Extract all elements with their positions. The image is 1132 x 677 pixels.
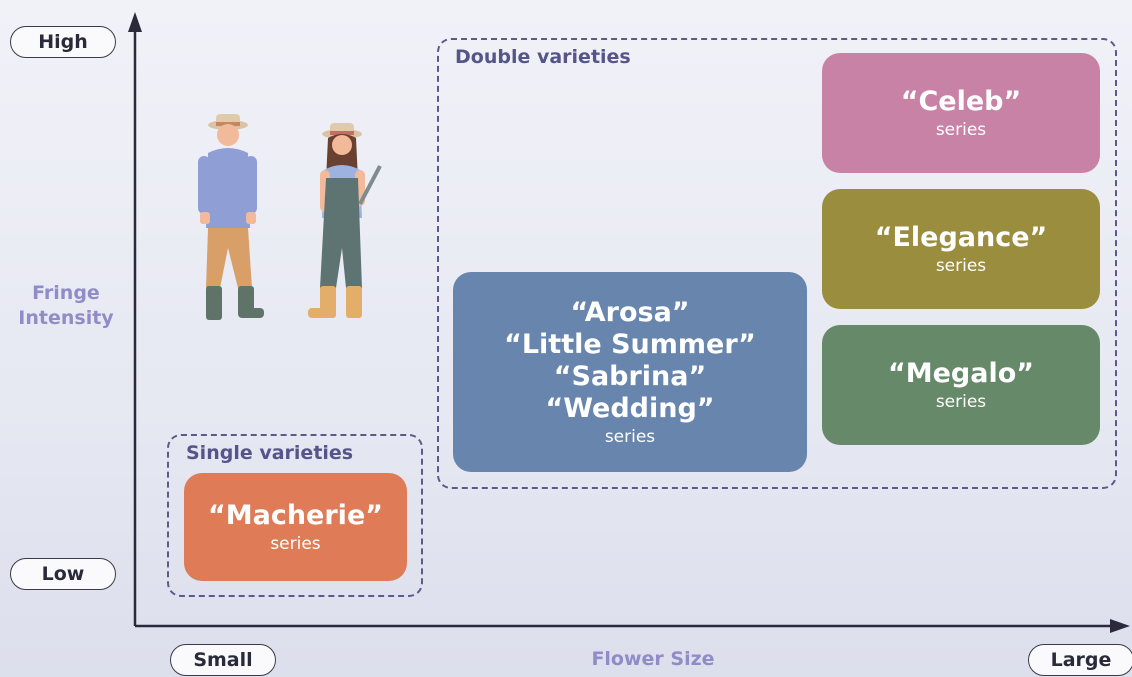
y-axis-title: Fringe Intensity xyxy=(6,281,126,331)
macherie-name: “Macherie” xyxy=(208,499,383,531)
elegance-name: “Elegance” xyxy=(874,221,1048,253)
celeb-series-card: “Celeb” series xyxy=(822,53,1100,173)
arosa-group-sub: series xyxy=(604,426,656,447)
y-axis-title-line2: Intensity xyxy=(18,307,114,329)
x-axis-arrow xyxy=(1110,619,1130,633)
y-low-label: Low xyxy=(10,558,116,590)
arosa-group-series-card: “Arosa” “Little Summer” “Sabrina” “Weddi… xyxy=(453,272,807,472)
arosa-name: “Arosa” xyxy=(570,296,690,328)
woman-figure xyxy=(308,123,382,318)
macherie-series-card: “Macherie” series xyxy=(184,473,407,581)
y-axis-arrow xyxy=(128,12,142,32)
little-summer-name: “Little Summer” xyxy=(504,328,756,360)
double-varieties-label: Double varieties xyxy=(455,46,631,68)
x-small-label: Small xyxy=(170,644,276,676)
x-large-label: Large xyxy=(1028,644,1132,676)
sabrina-name: “Sabrina” xyxy=(553,360,707,392)
elegance-series-card: “Elegance” series xyxy=(822,189,1100,309)
y-axis-title-line1: Fringe xyxy=(32,282,100,304)
elegance-sub: series xyxy=(935,255,987,276)
celeb-sub: series xyxy=(935,119,987,140)
wedding-name: “Wedding” xyxy=(545,392,715,424)
macherie-sub: series xyxy=(270,533,321,554)
megalo-sub: series xyxy=(935,391,987,412)
single-varieties-label: Single varieties xyxy=(186,442,354,464)
celeb-name: “Celeb” xyxy=(900,85,1022,117)
gardeners-illustration xyxy=(198,114,382,320)
x-axis-title: Flower Size xyxy=(591,648,715,670)
megalo-name: “Megalo” xyxy=(887,357,1035,389)
single-varieties-group xyxy=(167,434,423,597)
y-high-label: High xyxy=(10,26,116,58)
double-varieties-group xyxy=(437,38,1117,489)
megalo-series-card: “Megalo” series xyxy=(822,325,1100,445)
man-figure xyxy=(198,114,264,320)
